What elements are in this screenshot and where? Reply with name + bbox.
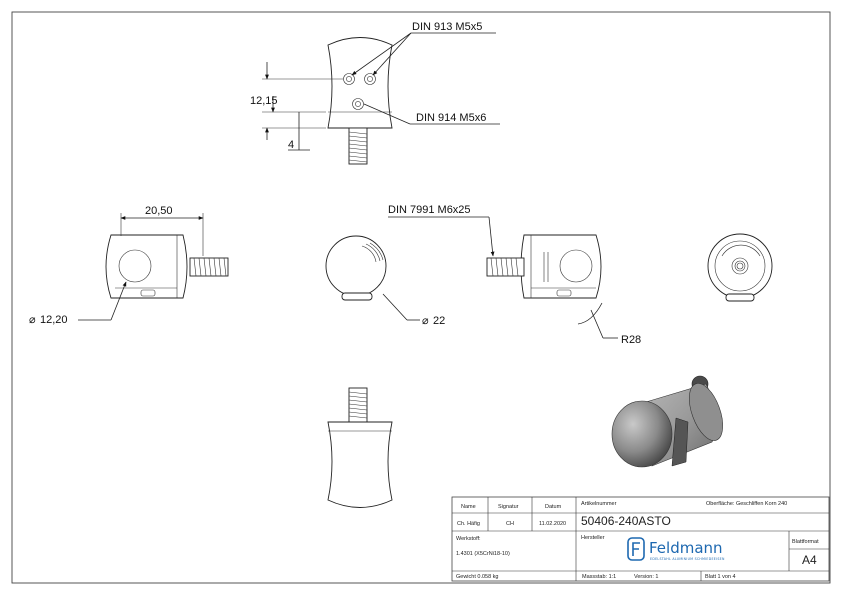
dim-4: 4 [288,139,294,151]
tb-brand-sub: EDELSTAHL ALUMINIUM SCHMIEDEEISEN [650,557,725,561]
tb-header-signature: Signatur [498,504,519,510]
tb-manufacturer-label: Hersteller [581,535,605,541]
tb-article-label: Artikelnummer [581,501,617,507]
sheet-border [11,11,831,584]
label-din7991: DIN 7991 M6x25 [388,204,471,216]
dim-dia-12-20: 12,20 [40,314,68,326]
tb-signature: CH [506,521,514,527]
dim-20-50: 20,50 [145,205,173,217]
tb-sheet: Blatt 1 von 4 [705,574,736,580]
tb-article-number: 50406-240ASTO [581,514,671,528]
tb-material-label: Werkstoff: [456,536,481,542]
tb-sheet-format-value: A4 [802,553,817,567]
isometric-view [611,375,723,468]
tb-sheet-format-label: Blattformat [792,539,819,545]
tb-brand-name: Feldmann [649,539,723,557]
dim-r28: R28 [621,334,641,346]
end-view [707,233,773,302]
feldmann-logo-icon [627,537,645,561]
tb-name: Ch. Häfig [457,521,480,527]
tb-date: 11.02.2020 [539,521,566,527]
dim-12-15: 12,15 [250,95,278,107]
tb-header-date: Datum [545,504,562,510]
tb-weight: Gewicht 0.058 kg [456,574,499,580]
right-view [388,216,618,339]
top-view [262,32,500,165]
tb-material-value: 1.4301 (X5CrNi18-10) [456,551,510,557]
label-din914: DIN 914 M5x6 [416,112,486,124]
tb-scale: Massstab: 1:1 [582,574,616,580]
front-view [325,235,420,321]
diameter-symbol-2: ⌀ [422,315,429,327]
bottom-view [327,387,393,508]
diameter-symbol-1: ⌀ [29,314,36,326]
dim-dia-22: 22 [433,315,445,327]
tb-version: Version: 1 [634,574,658,580]
tb-header-name: Name [461,504,476,510]
left-view [78,213,229,321]
label-din913: DIN 913 M5x5 [412,21,482,33]
tb-surface: Oberfläche: Geschliffen Korn 240 [706,501,787,507]
title-block [451,496,830,582]
